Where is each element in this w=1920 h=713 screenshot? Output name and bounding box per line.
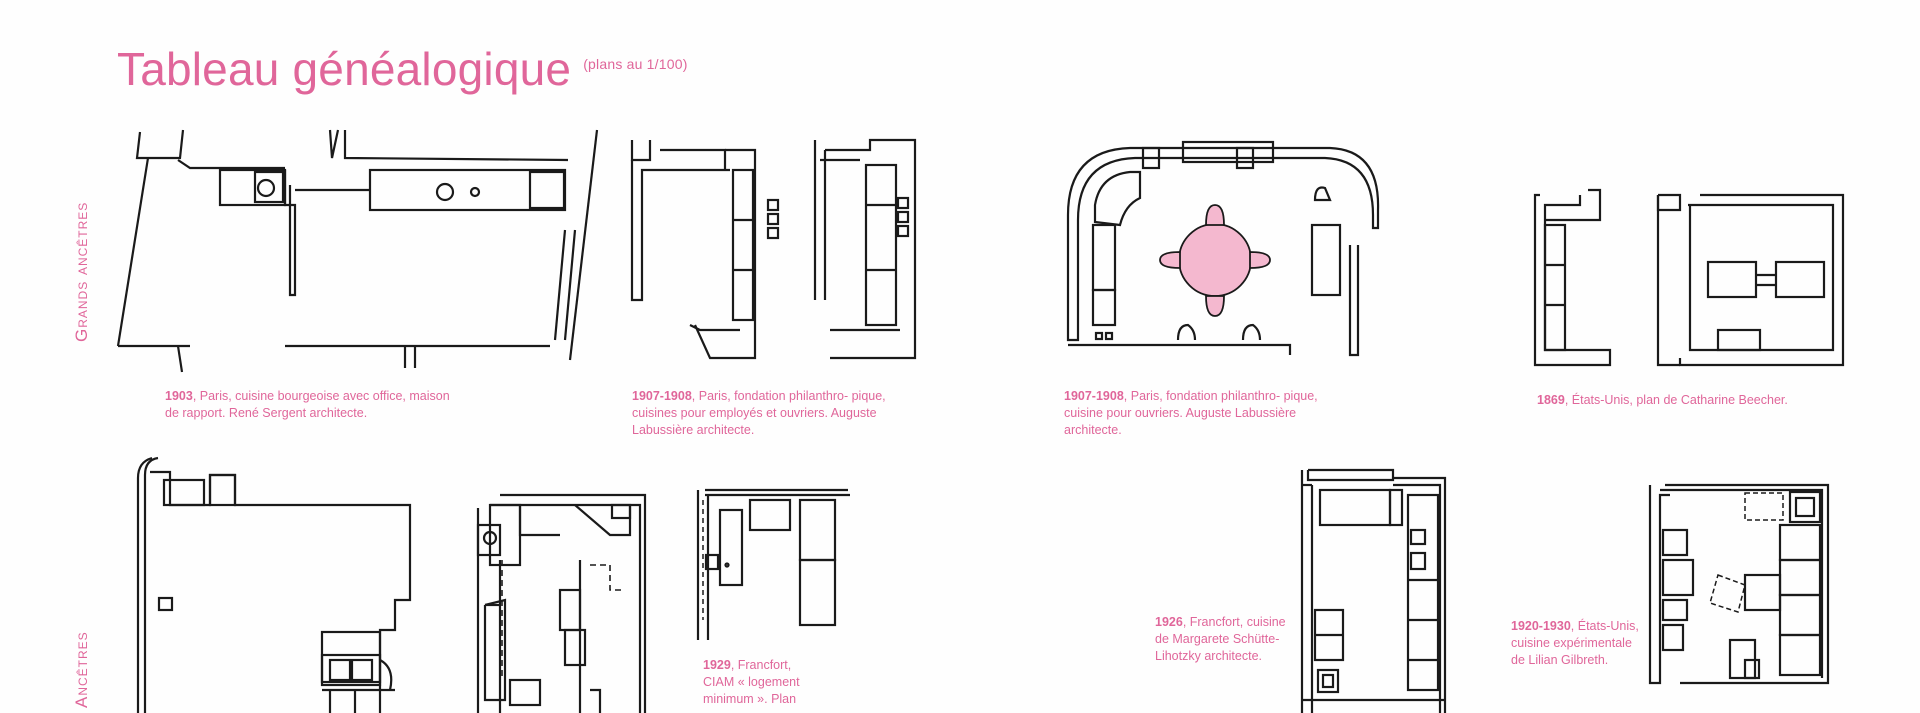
plan-1920-gilbreth [1648,483,1830,685]
caption-year: 1903 [165,389,193,403]
caption-year: 1907-1908 [632,389,692,403]
caption-text: , Paris, fondation philanthro- pique, cu… [632,389,886,437]
plan-lower-b-dashed [501,560,622,680]
plan-1929-ciam [696,488,850,640]
caption-text: , Paris, fondation philanthro- pique, cu… [1064,389,1318,437]
caption-1869: 1869, États-Unis, plan de Catharine Beec… [1537,392,1827,409]
caption-text: , Francfort, CIAM « logement minimum ». … [703,658,800,706]
caption-year: 1907-1908 [1064,389,1124,403]
caption-year: 1869 [1537,393,1565,407]
caption-text: , Francfort, cuisine de Margarete Schütt… [1155,615,1286,663]
title-text: Tableau généalogique [117,43,572,95]
round-table-with-chairs [1159,204,1271,317]
caption-1920-1930: 1920-1930, États-Unis, cuisine expérimen… [1511,618,1641,669]
plan-1907-round [1066,140,1380,357]
caption-text: , États-Unis, plan de Catharine Beecher. [1564,393,1788,407]
page-title: Tableau généalogique (plans au 1/100) [117,42,688,96]
plan-1926-schutte-lihotzky [1300,468,1447,713]
plan-1903-paris [116,129,599,373]
caption-year: 1929 [703,658,731,672]
plan-1869-beecher [1533,188,1845,367]
plan-lower-b [476,493,647,713]
caption-year: 1920-1930 [1511,619,1571,633]
caption-text: , Paris, cuisine bourgeoise avec office,… [165,389,450,420]
caption-1907-a: 1907-1908, Paris, fondation philanthro- … [632,388,920,439]
caption-1907-b: 1907-1908, Paris, fondation philanthro- … [1064,388,1334,439]
caption-text: , États-Unis, cuisine expérimentale de L… [1511,619,1639,667]
caption-1926: 1926, Francfort, cuisine de Margarete Sc… [1155,614,1295,665]
caption-1903: 1903, Paris, cuisine bourgeoise avec off… [165,388,465,422]
plan-lower-a [136,456,412,713]
plan-1907-a [630,140,780,360]
caption-year: 1926 [1155,615,1183,629]
plan-1907-b [813,138,917,360]
title-scale-note: (plans au 1/100) [583,56,688,72]
caption-1929: 1929, Francfort, CIAM « logement minimum… [703,657,823,708]
